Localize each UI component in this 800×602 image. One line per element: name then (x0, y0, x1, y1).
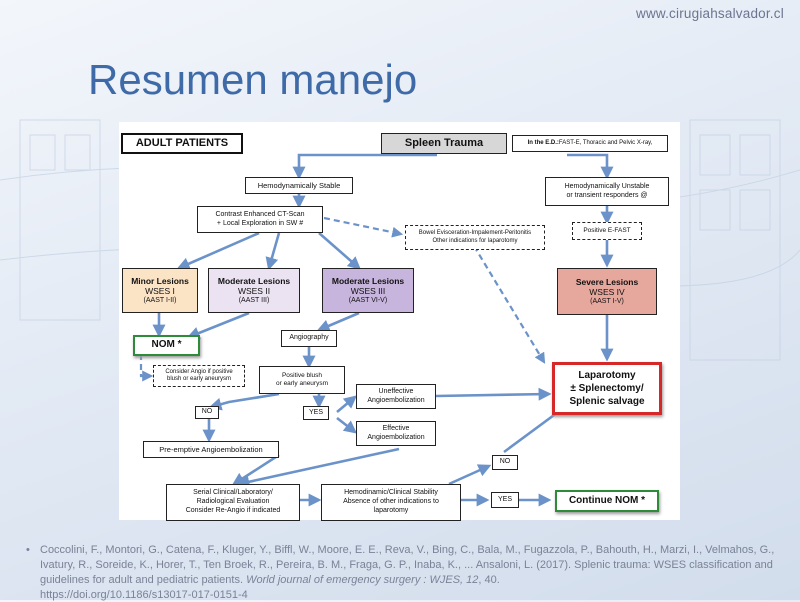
other-indications-box: Bowel Evisceration-Impalement-Peritoniti… (405, 225, 545, 250)
arrow-mod2-nom (186, 311, 250, 340)
no-box-2: NO (492, 455, 518, 470)
effective-angio-box: Effective Angioembolization (356, 421, 436, 446)
arrow-ct-minor (176, 231, 260, 270)
arrow-yes-eff (336, 416, 358, 434)
continue-nom-box: Continue NOM * (555, 490, 659, 512)
citation-journal: World journal of emergency surgery : WJE… (246, 573, 479, 586)
arrow-mod3-angio (316, 311, 360, 332)
arrow-ct-mod2 (265, 232, 281, 271)
hemo-stable-box: Hemodynamically Stable (245, 177, 353, 194)
nom-box: NOM * (133, 335, 200, 356)
flowchart-arrows (139, 153, 614, 507)
arrow-blush-no (208, 392, 280, 411)
positive-efast-box: Positive E-FAST (572, 222, 642, 240)
arrow-ct-mod3 (318, 232, 361, 270)
arrow-nom-consider-dashed (139, 354, 154, 382)
yes-box-2: YES (491, 492, 519, 508)
hemodynamic-stability-box: Hemodinamic/Clinical Stability Absence o… (321, 484, 461, 521)
website-url: www.cirugiahsalvador.cl (636, 6, 784, 21)
ed-assessment-box: In the E.D.: FAST-E, Thoracic and Pelvic… (512, 135, 668, 152)
yes-box: YES (303, 406, 329, 420)
arrow-hemo-no (448, 464, 492, 486)
serial-evaluation-box: Serial Clinical/Laboratory/ Radiological… (166, 484, 300, 521)
ct-scan-box: Contrast Enhanced CT-Scan + Local Explor… (197, 206, 323, 233)
no-box: NO (195, 406, 219, 419)
moderate-lesions-wses3-box: Moderate Lesions WSES III (AAST VI-V) (322, 268, 414, 313)
adult-patients-label: ADULT PATIENTS (121, 133, 243, 154)
slide-title: Resumen manejo (88, 56, 418, 103)
citation-text: Coccolini, F., Montori, G., Catena, F., … (40, 544, 775, 586)
laparotomy-box: Laparotomy ± Splenectomy/ Splenic salvag… (552, 362, 662, 415)
positive-blush-box: Positive blush or early aneurysm (259, 366, 345, 394)
uneffective-angio-box: Uneffective Angioembolization (356, 384, 436, 409)
arrow-uneff-lap (435, 387, 552, 401)
moderate-lesions-wses2-box: Moderate Lesions WSES II (AAST III) (208, 268, 300, 313)
arrow-eff-serial (236, 447, 400, 489)
spleen-trauma-box: Spleen Trauma (381, 133, 507, 154)
bullet: • (26, 544, 30, 556)
arrow-yes-uneff (336, 395, 357, 413)
pre-emptive-angio-box: Pre-emptive Angioembolization (143, 441, 279, 458)
consider-angio-box: Consider Angio if positive blush or earl… (153, 365, 245, 387)
reference-citation: • Coccolini, F., Montori, G., Catena, F.… (26, 543, 780, 602)
arrow-other-lap-dashed (473, 245, 546, 364)
arrow-ct-other-dashed (323, 216, 404, 238)
angiography-box: Angiography (281, 330, 337, 347)
citation-doi[interactable]: https://doi.org/10.1186/s13017-017-0151-… (40, 588, 248, 601)
citation-pages: , 40. (478, 573, 500, 586)
flowchart: ADULT PATIENTS Spleen Trauma In the E.D.… (119, 122, 680, 521)
arrow-trauma-stable (292, 153, 437, 180)
hemo-unstable-box: Hemodynamically Unstable or transient re… (545, 177, 669, 206)
minor-lesions-box: Minor Lesions WSES I (AAST I-II) (122, 268, 198, 313)
arrow-trauma-unstable (567, 153, 614, 180)
severe-lesions-box: Severe Lesions WSES IV (AAST I-V) (557, 268, 657, 315)
